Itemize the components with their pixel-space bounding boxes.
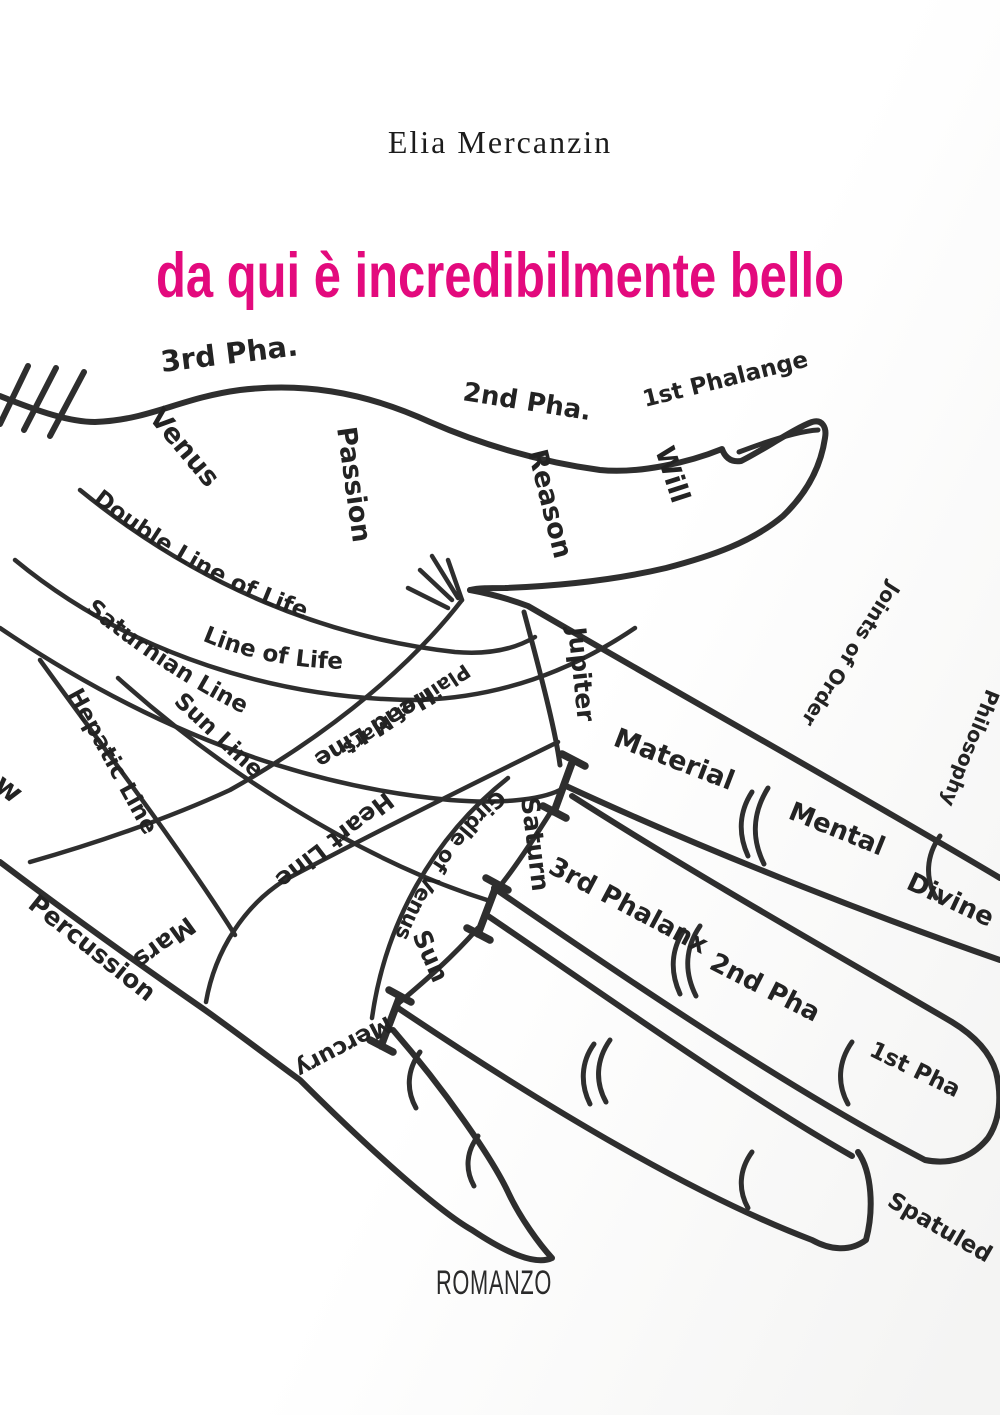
girdle-of-venus-line [369, 775, 511, 1021]
saturnian-line-line [0, 625, 563, 804]
venus-label: Venus [143, 403, 226, 494]
jupiter-label: Jupiter [562, 624, 601, 724]
svg-text:Heart Line: Heart Line [270, 786, 399, 894]
little-finger-percussion-outline [0, 859, 555, 1264]
material-label: Material [609, 723, 738, 797]
philosophy-label: Philosophy [936, 686, 1000, 810]
thumb-2nd-pha-label: 2nd Pha. [461, 377, 593, 427]
2nd-pha-label: 2nd Pha [705, 948, 825, 1029]
mars-label: Mars [128, 911, 201, 975]
wrist-hatch-lines [0, 363, 87, 439]
svg-text:Double Line of Life: Double Line of Life [89, 485, 312, 624]
thumb-1st-phalange-label: 1st Phalange [640, 347, 811, 413]
thumb-nail-inner-line [736, 427, 821, 455]
genre-label: ROMANZO [436, 1264, 552, 1302]
passion-label: Passion [330, 425, 377, 545]
line-of-life-line [12, 557, 638, 703]
divine-label: Divine [902, 867, 999, 933]
joints-of-order-label: Joints of Order [797, 577, 906, 731]
ring-finger-outline [395, 913, 874, 1252]
svg-text:Line of Life: Line of Life [200, 622, 344, 675]
index-finger-outline [467, 587, 1000, 963]
finger-joint-arcs [406, 785, 943, 1211]
thumb-3rd-pha-label: 3rd Pha. [159, 328, 300, 379]
double-line-of-life-label: Double Line of Life [89, 485, 312, 624]
left-edge-fragment: w [0, 767, 30, 810]
svg-text:Philosophy: Philosophy [936, 686, 1000, 810]
sun-line-line [115, 675, 490, 903]
spatuled-label: Spatuled [883, 1188, 996, 1268]
heart-line-line [203, 739, 561, 1005]
svg-text:Hepatic Line: Hepatic Line [62, 684, 162, 839]
plain-of-mars-label: Plain of Mars [339, 659, 475, 761]
hand-top-thumb-outline [0, 384, 829, 593]
double-line-of-life-line [77, 487, 538, 655]
hepatic-line-line [37, 657, 238, 938]
svg-text:Saturnian Line: Saturnian Line [81, 595, 252, 719]
line-of-life-label: Line of Life [200, 622, 344, 675]
middle-finger-outline [491, 793, 1000, 1165]
head-line-line [27, 597, 465, 865]
head-line-fork-branches [405, 553, 465, 611]
svg-text:Plain of Mars: Plain of Mars [339, 659, 475, 761]
book-title: da qui è incredibilmente bello [156, 241, 844, 311]
heart-line-label: Heart Line [270, 786, 399, 894]
will-label: Will [648, 443, 695, 507]
finger-base-bars [366, 750, 589, 1056]
author-name: Elia Mercanzin [388, 124, 612, 160]
svg-text:Mars: Mars [128, 911, 201, 975]
saturnian-line-label: Saturnian Line [81, 595, 252, 719]
svg-text:Joints of Order: Joints of Order [797, 577, 906, 731]
1st-pha-label: 1st Pha [865, 1037, 964, 1103]
hepatic-line-label: Hepatic Line [62, 684, 162, 839]
